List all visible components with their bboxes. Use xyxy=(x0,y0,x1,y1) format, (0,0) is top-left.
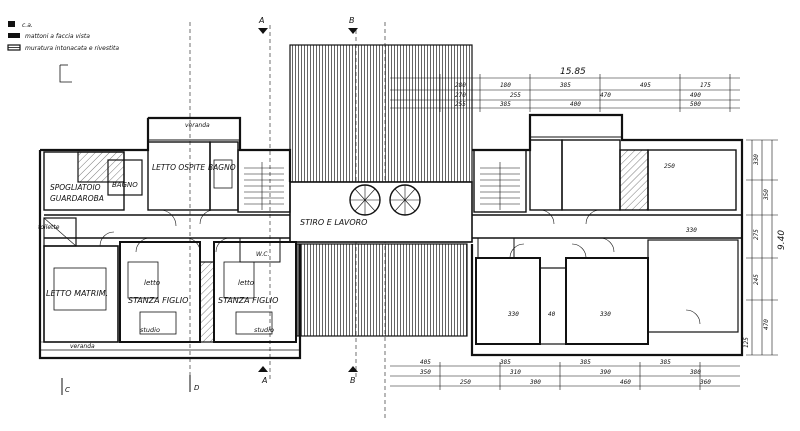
overall-depth-label: 9.40 xyxy=(777,230,787,250)
legend-label-muratura: muratura intonacata e rivestita xyxy=(25,45,119,52)
room-label-letto-ospite: LETTO OSPITE xyxy=(152,163,205,172)
dim-right-2: 275 xyxy=(753,229,760,240)
dim-bot-2-1: 310 xyxy=(509,369,521,376)
bottom-dimensions xyxy=(390,362,740,390)
room-label-studio-2: studio xyxy=(254,326,274,334)
section-marker-b-bottom: B xyxy=(350,376,356,385)
dim-top-2-1: 255 xyxy=(510,92,521,99)
room-label-guardaroba: GUARDAROBA xyxy=(50,194,104,203)
room-label-stanza-figlio-1: STANZA FIGLIO xyxy=(128,296,188,305)
section-marker-a-top: A xyxy=(258,16,264,25)
room-label-bagno-left: BAGNO xyxy=(112,181,138,189)
section-marker-a-bottom: A xyxy=(261,376,267,385)
dim-top-3-2: 400 xyxy=(570,101,581,108)
area-label-2: 330 xyxy=(599,311,611,318)
dim-top-1-0: 280 xyxy=(455,82,466,89)
legend-swatch-mattoni xyxy=(8,33,20,38)
dim-top-2-3: 490 xyxy=(690,92,701,99)
bottom-dimension-labels: 405 385 385 385 350 310 390 380 250 300 … xyxy=(419,359,711,386)
dim-right-1: 350 xyxy=(763,189,770,201)
legend-label-ca: c.a. xyxy=(22,22,33,29)
overall-width-label: 15.85 xyxy=(560,67,586,77)
dim-bot-1-2: 385 xyxy=(579,359,591,366)
corner-mark xyxy=(59,64,72,83)
section-marker-b-top: B xyxy=(349,16,355,25)
dim-bot-1-1: 385 xyxy=(499,359,511,366)
room-label-toilette: toilette xyxy=(38,224,60,231)
dim-top-3-1: 385 xyxy=(499,101,511,108)
dim-top-1-2: 385 xyxy=(559,82,571,89)
room-label-letto-matrim: LETTO MATRIM. xyxy=(46,289,108,298)
area-label-1: 330 xyxy=(507,311,519,318)
dim-top-1-3: 495 xyxy=(640,82,651,89)
legend-swatch-ca xyxy=(8,21,15,27)
dim-top-3-0: 255 xyxy=(455,101,466,108)
dim-bot-2-3: 380 xyxy=(689,369,701,376)
right-wing-labels: 330 330 330 250 40 xyxy=(507,163,697,318)
room-label-stiro: STIRO E LAVORO xyxy=(300,218,367,227)
dim-top-2-0: 270 xyxy=(455,92,466,99)
dim-bot-3-3: 360 xyxy=(699,379,711,386)
dim-bot-3-1: 300 xyxy=(529,379,541,386)
room-label-stanza-figlio-2: STANZA FIGLIO xyxy=(218,296,278,305)
dim-top-3-3: 500 xyxy=(690,101,701,108)
left-wing xyxy=(38,116,302,360)
section-marker-c-bottom: C xyxy=(65,386,70,394)
roof-terrace-south xyxy=(296,243,468,337)
dim-top-2-2: 470 xyxy=(600,92,611,99)
legend-label-mattoni: mattoni a faccia vista xyxy=(25,33,90,40)
area-label-5: 40 xyxy=(548,311,556,318)
area-label-4: 250 xyxy=(664,163,675,170)
dim-right-5: 125 xyxy=(743,337,750,348)
section-markers: A B A B C D xyxy=(61,16,358,395)
room-label-spogliatoio: SPOGLIATOIO xyxy=(50,183,101,192)
room-label-wc: W.C. xyxy=(256,251,270,258)
room-label-veranda-top: veranda xyxy=(185,122,210,129)
dim-bot-1-0: 405 xyxy=(420,359,431,366)
room-stiro-lavoro: STIRO E LAVORO xyxy=(289,181,473,243)
dim-top-1-4: 175 xyxy=(700,82,711,89)
right-wing xyxy=(470,113,744,357)
dim-right-3: 245 xyxy=(753,274,760,285)
dim-bot-2-2: 390 xyxy=(599,369,611,376)
dim-right-0: 330 xyxy=(753,154,760,166)
dim-bot-1-3: 385 xyxy=(659,359,671,366)
top-dimension-labels: 15.85 280 180 385 495 175 270 255 470 49… xyxy=(455,67,711,108)
left-wing-labels: veranda SPOGLIATOIO GUARDAROBA LETTO OSP… xyxy=(38,122,278,350)
right-dimensions xyxy=(746,139,778,356)
room-label-studio-1: studio xyxy=(140,326,160,334)
area-label-3: 330 xyxy=(685,227,697,234)
right-dimension-labels: 9.40 330 350 275 245 470 125 xyxy=(743,154,787,348)
room-label-letto-2: letto xyxy=(238,279,254,287)
roof-terrace-north xyxy=(289,44,473,183)
dim-bot-3-2: 460 xyxy=(620,379,631,386)
dim-right-4: 470 xyxy=(763,319,770,330)
room-label-letto-1: letto xyxy=(144,279,160,287)
dim-top-1-1: 180 xyxy=(500,82,511,89)
top-dimensions xyxy=(390,74,740,112)
room-label-veranda-bottom: veranda xyxy=(70,343,95,350)
legend: c.a. mattoni a faccia vista muratura int… xyxy=(7,21,119,52)
section-marker-d-bottom: D xyxy=(194,384,200,392)
dim-bot-3-0: 250 xyxy=(460,379,471,386)
room-label-bagno-top: BAGNO xyxy=(208,163,236,172)
dim-bot-2-0: 350 xyxy=(419,369,431,376)
